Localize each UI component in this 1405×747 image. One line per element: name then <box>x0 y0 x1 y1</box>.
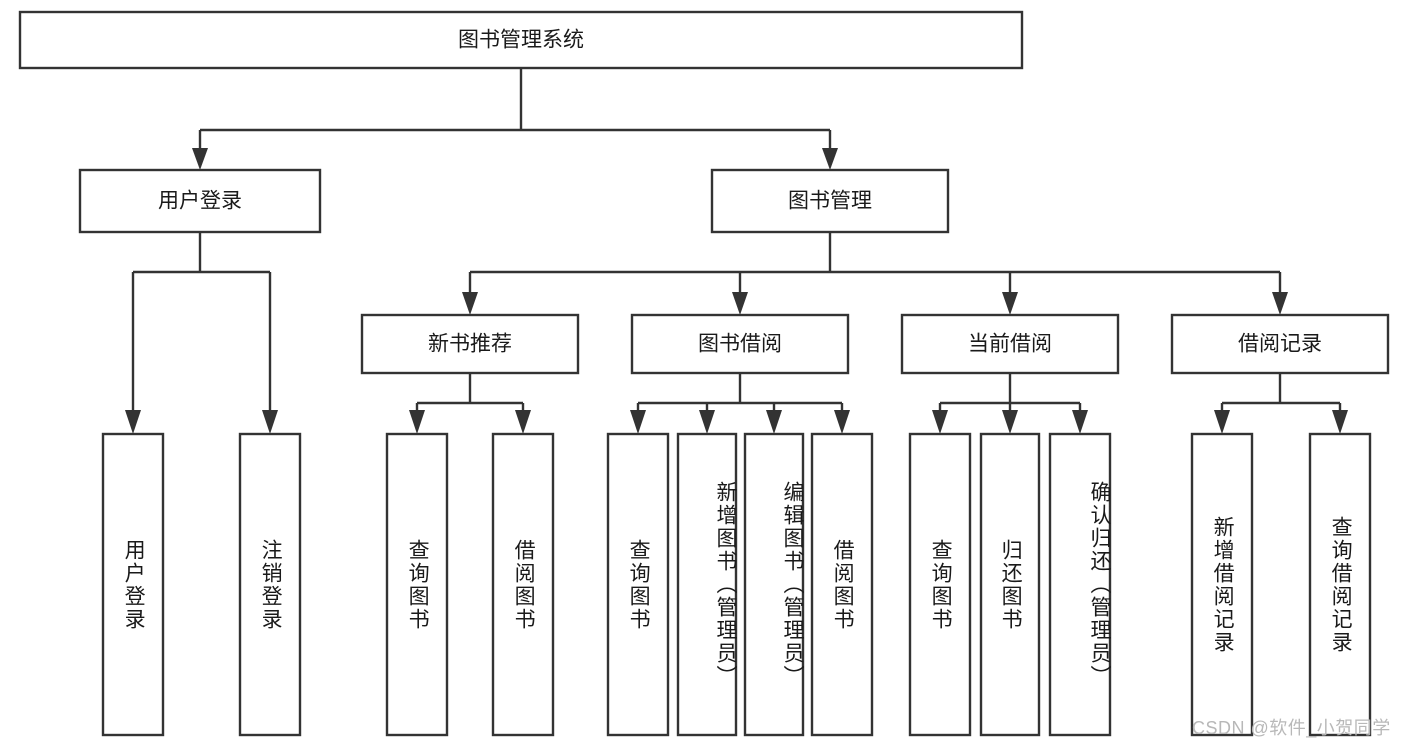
arrow-head-icon <box>766 410 782 434</box>
node-new-book-recommend[interactable]: 新书推荐 <box>360 313 580 375</box>
arrow-head-icon <box>732 292 748 315</box>
leaf-box-currentborrow-1[interactable] <box>908 432 972 737</box>
arrow-head-icon <box>699 410 715 434</box>
node-new-book-recommend-box[interactable] <box>360 313 580 375</box>
node-current-borrow-box[interactable] <box>900 313 1120 375</box>
connector-group-root <box>192 68 838 170</box>
arrow-head-icon <box>462 292 478 315</box>
node-book-borrow-box[interactable] <box>630 313 850 375</box>
leaf-group-new-book-recommend <box>385 432 555 737</box>
connector-group-user-login <box>125 232 278 434</box>
node-borrow-record-label: 借阅记录 <box>1238 333 1322 356</box>
node-borrow-record-box[interactable] <box>1170 313 1390 375</box>
arrow-head-icon <box>834 410 850 434</box>
leaf-box-newbook-2[interactable] <box>491 432 555 737</box>
arrow-head-icon <box>1214 410 1230 434</box>
node-current-borrow[interactable]: 当前借阅 <box>900 313 1120 375</box>
leaf-box-newbook-1[interactable] <box>385 432 449 737</box>
node-root-system[interactable]: 图书管理系统 <box>18 10 1024 70</box>
arrow-head-icon <box>409 410 425 434</box>
node-borrow-record[interactable]: 借阅记录 <box>1170 313 1390 375</box>
arrow-head-icon <box>822 148 838 170</box>
leaf-box-currentborrow-3[interactable] <box>1048 432 1112 737</box>
leaf-box-borrowrecord-1[interactable] <box>1190 432 1254 737</box>
connector-group-book-management <box>462 232 1288 315</box>
arrow-head-icon <box>125 410 141 434</box>
arrow-head-icon <box>515 410 531 434</box>
node-root-box[interactable] <box>18 10 1024 70</box>
leaf-box-bookborrow-2[interactable] <box>676 432 738 737</box>
leaf-box-bookborrow-3[interactable] <box>743 432 805 737</box>
leaf-box-user-login-1[interactable] <box>101 432 165 737</box>
arrow-head-icon <box>630 410 646 434</box>
connector-group-borrow-record <box>1214 373 1348 434</box>
node-book-management[interactable]: 图书管理 <box>710 168 950 234</box>
connector-group-new-book <box>409 373 531 434</box>
leaf-box-bookborrow-4[interactable] <box>810 432 874 737</box>
leaf-box-user-login-2[interactable] <box>238 432 302 737</box>
leaf-group-borrow-record <box>1190 432 1372 737</box>
node-user-login[interactable]: 用户登录 <box>78 168 322 234</box>
csdn-watermark: CSDN @软件_小贺同学 <box>1192 718 1391 738</box>
leaf-group-book-borrow <box>606 432 874 737</box>
node-new-book-recommend-label: 新书推荐 <box>428 333 512 356</box>
node-book-management-box[interactable] <box>710 168 950 234</box>
leaf-group-user-login <box>101 432 302 737</box>
arrow-head-icon <box>1272 292 1288 315</box>
node-user-login-label: 用户登录 <box>158 190 242 213</box>
arrow-head-icon <box>192 148 208 170</box>
node-root-label: 图书管理系统 <box>458 29 584 52</box>
arrow-head-icon <box>1002 410 1018 434</box>
arrow-head-icon <box>1072 410 1088 434</box>
node-book-borrow[interactable]: 图书借阅 <box>630 313 850 375</box>
leaf-group-current-borrow <box>908 432 1112 737</box>
arrow-head-icon <box>1002 292 1018 315</box>
node-book-borrow-label: 图书借阅 <box>698 333 782 356</box>
leaf-box-currentborrow-2[interactable] <box>979 432 1041 737</box>
leaf-box-borrowrecord-2[interactable] <box>1308 432 1372 737</box>
node-user-login-box[interactable] <box>78 168 322 234</box>
arrow-head-icon <box>262 410 278 434</box>
arrow-head-icon <box>1332 410 1348 434</box>
connector-group-current-borrow <box>932 373 1088 434</box>
leaf-box-bookborrow-1[interactable] <box>606 432 670 737</box>
arrow-head-icon <box>932 410 948 434</box>
connector-group-book-borrow <box>630 373 850 434</box>
node-current-borrow-label: 当前借阅 <box>968 333 1052 356</box>
node-book-management-label: 图书管理 <box>788 190 872 213</box>
